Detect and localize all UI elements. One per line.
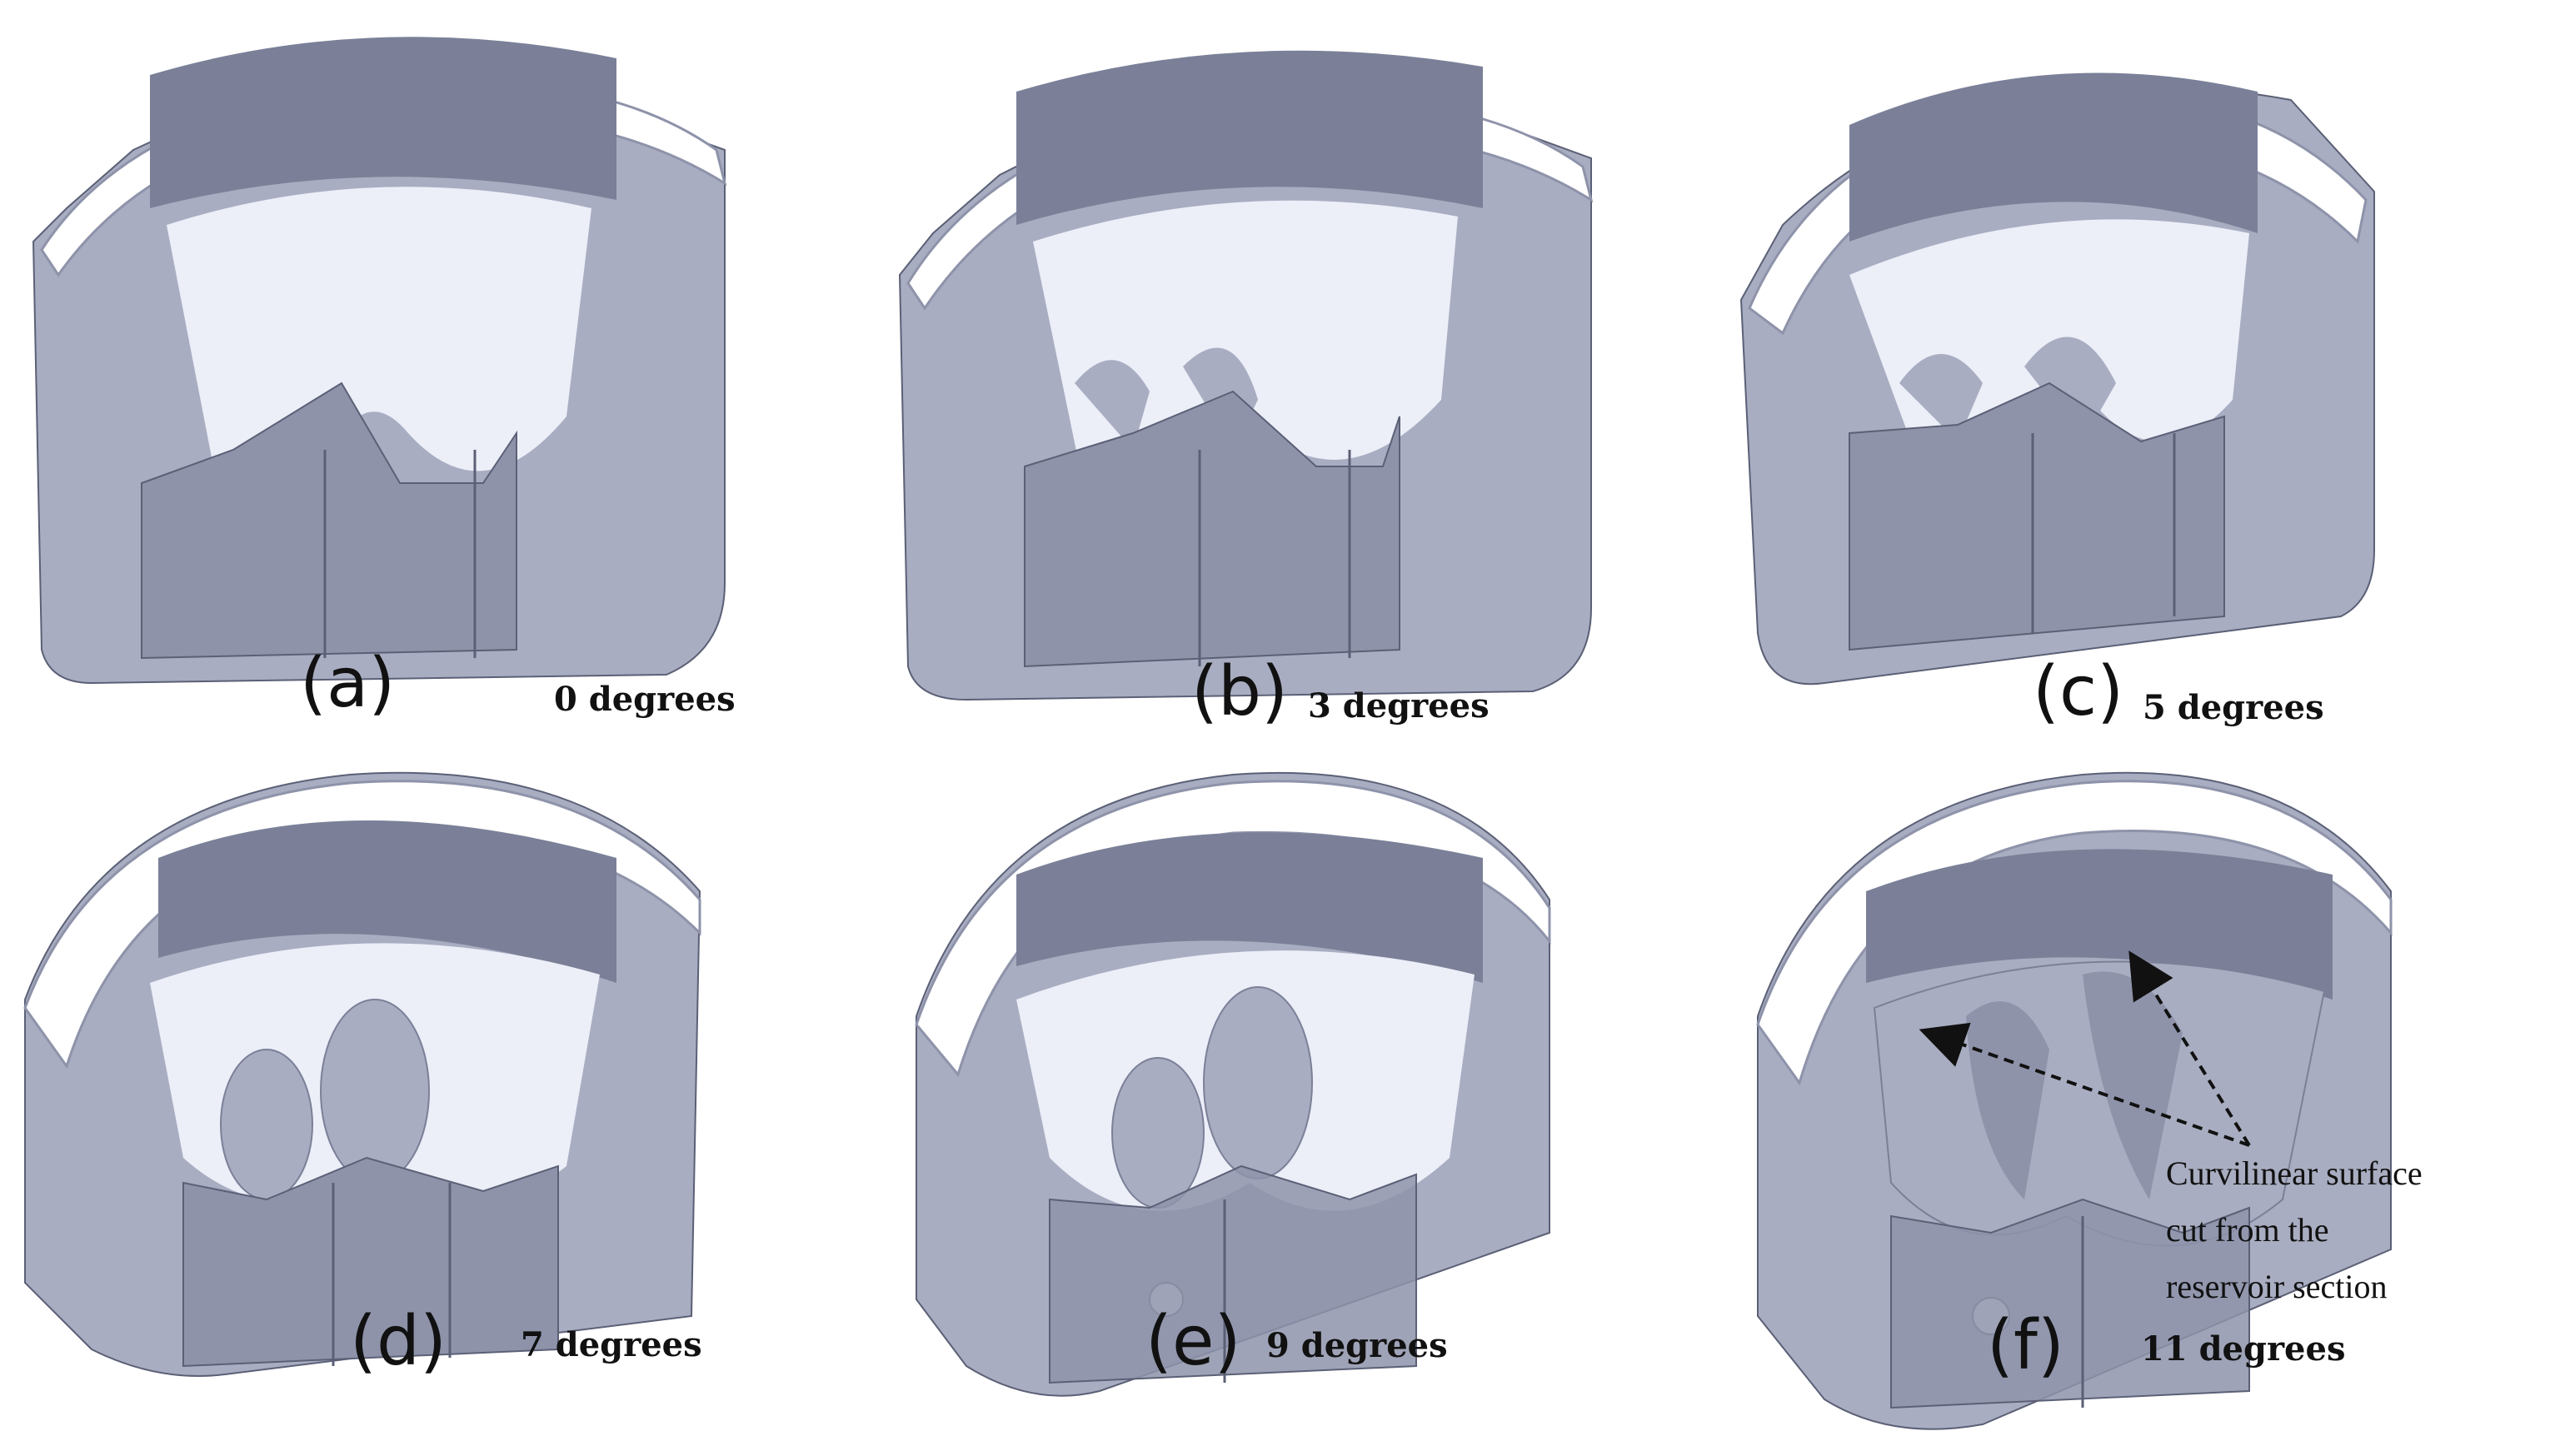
panel-a	[17, 17, 733, 716]
panel-f	[1749, 766, 2399, 1449]
arrow-right-surface	[2128, 950, 2251, 1147]
panel-f-angle: 11 degrees	[2141, 1329, 2346, 1369]
annotation-line-1: Curvilinear surface	[2166, 1154, 2423, 1192]
panel-c	[1724, 50, 2441, 716]
model-c-illustration	[1739, 72, 2375, 686]
panel-a-label: (a)	[300, 644, 396, 723]
model-d-illustration	[23, 771, 701, 1377]
panel-b-label: (b)	[1191, 652, 1289, 731]
model-b-illustration	[898, 50, 1594, 701]
model-e-illustration	[915, 771, 1551, 1397]
panel-e	[900, 766, 1616, 1433]
model-f-illustration	[1756, 771, 2393, 1430]
panel-c-angle: 5 degrees	[2143, 688, 2324, 727]
panel-b-angle: 3 degrees	[1308, 686, 1490, 726]
panel-d-label: (d)	[350, 1302, 447, 1381]
annotation-line-2: cut from the	[2166, 1211, 2329, 1249]
panel-d-angle: 7 degrees	[521, 1325, 702, 1364]
panel-d	[17, 766, 733, 1433]
panel-e-angle: 9 degrees	[1266, 1326, 1448, 1365]
panel-f-label: (f)	[1987, 1306, 2064, 1385]
panel-b	[883, 33, 1599, 733]
panel-c-label: (c)	[2033, 652, 2124, 731]
annotation-line-3: reservoir section	[2166, 1268, 2388, 1305]
arrow-left-surface	[1919, 1022, 2250, 1147]
model-a-illustration	[32, 37, 727, 685]
panel-a-angle: 0 degrees	[554, 680, 736, 719]
panel-e-label: (e)	[1145, 1302, 1241, 1381]
